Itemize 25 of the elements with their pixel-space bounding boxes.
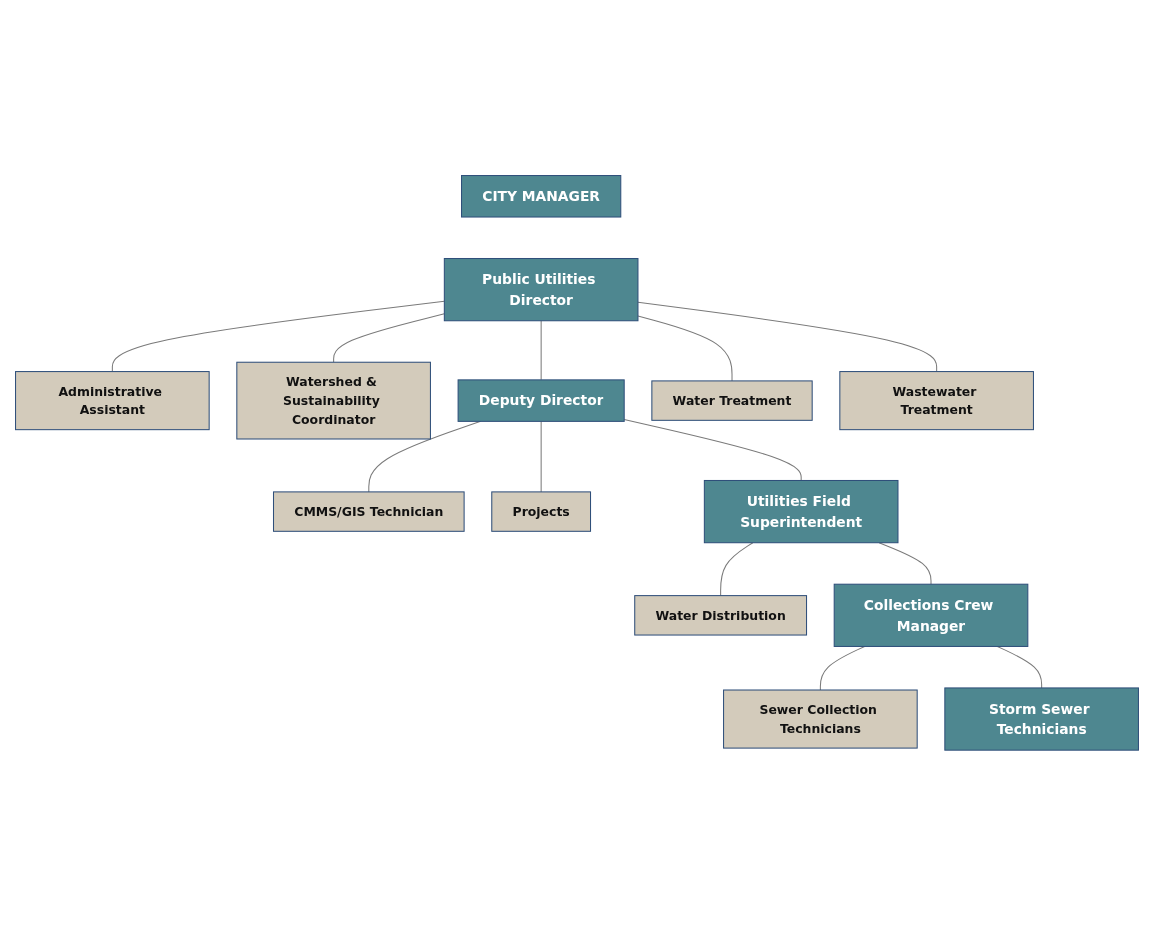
node-box: Deputy Director xyxy=(457,379,625,422)
connector xyxy=(720,541,754,596)
connector xyxy=(819,645,866,691)
node-box: Collections Crew Manager xyxy=(833,583,1029,647)
connector xyxy=(540,319,542,381)
node-box: Water Distribution xyxy=(634,594,808,636)
connector xyxy=(878,541,932,585)
connector xyxy=(637,315,733,382)
node-box: Watershed & Sustainability Coordinator xyxy=(236,361,431,440)
connector xyxy=(540,420,542,493)
connector xyxy=(996,645,1043,689)
node-box: CITY MANAGER xyxy=(461,174,622,218)
node-box: Sewer Collection Technicians xyxy=(723,689,918,749)
node-box: Wastewater Treatment xyxy=(839,370,1034,430)
node-box: CMMS/GIS Technician xyxy=(273,491,465,532)
connector xyxy=(637,301,938,372)
node-box: Administrative Assistant xyxy=(15,370,210,430)
connector xyxy=(111,300,445,372)
connector xyxy=(333,312,445,363)
node-box: Projects xyxy=(491,491,592,532)
node-box: Utilities Field Superintendent xyxy=(703,479,899,543)
node-box: Public Utilities Director xyxy=(443,257,639,321)
connector xyxy=(623,418,802,481)
node-box: Water Treatment xyxy=(651,380,813,421)
node-box: Storm Sewer Technicians xyxy=(944,687,1139,751)
